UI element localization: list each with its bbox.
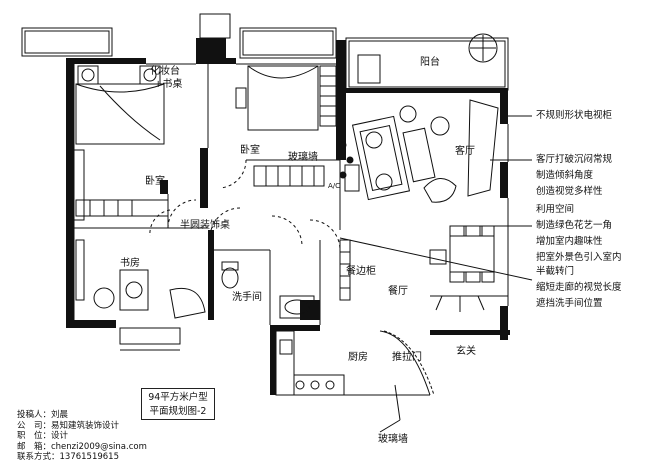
label-glass-wall-bottom: 玻璃墙 <box>378 434 408 445</box>
leader-lines <box>339 115 533 433</box>
label-sideboard: 餐边柜 <box>346 266 376 277</box>
sofa <box>351 115 411 201</box>
note-space-line: 利用空间 <box>536 204 575 215</box>
label-bedroom-right: 卧室 <box>240 145 260 156</box>
wardrobe <box>75 199 169 217</box>
info-line: 公 司：易知建筑装饰设计 <box>17 420 120 431</box>
info-line: 职 位：设计 <box>17 431 69 441</box>
title-line-2: 平面规划图-2 <box>149 406 207 417</box>
note-living-line: 创造视觉多样性 <box>536 186 603 197</box>
toilet <box>221 267 239 289</box>
label-ac: A/C <box>328 182 341 190</box>
note-space-line: 把室外景色引入室内 <box>536 252 622 263</box>
info-line: 联系方式：13761519615 <box>17 452 119 462</box>
title-block: 94平方米户型 平面规划图-2 <box>141 388 215 420</box>
note-door-line: 缩短走廊的视觉长度 <box>536 282 622 293</box>
note-door: 半截转门 缩短走廊的视觉长度 遮挡洗手间位置 <box>536 264 622 312</box>
note-door-line: 遮挡洗手间位置 <box>536 298 603 309</box>
master-bed <box>75 83 165 145</box>
curved-glass-wall <box>379 330 431 396</box>
label-study: 书房 <box>120 258 140 269</box>
author-info: 投稿人：刘晨 公 司：易知建筑装饰设计 职 位：设计 邮 箱：chenzi200… <box>17 410 147 463</box>
note-tv-cabinet: 不规则形状电视柜 <box>536 110 613 121</box>
label-half-round-table: 半圆装饰桌 <box>180 220 230 231</box>
label-vanity: 化妆台 <box>150 66 180 77</box>
label-glass-wall-top: 玻璃墙 <box>288 152 318 163</box>
armchair <box>423 178 457 203</box>
note-space-line: 增加室内趣味性 <box>536 236 603 247</box>
top-middle-bay <box>239 27 337 59</box>
title-line-1: 94平方米户型 <box>148 392 208 403</box>
label-sliding-door: 推拉门 <box>392 352 422 363</box>
label-bedroom-left: 卧室 <box>145 176 165 187</box>
label-desk-plus: +书桌 <box>154 79 183 90</box>
second-bed <box>247 65 319 131</box>
label-living-room: 客厅 <box>455 146 475 157</box>
label-balcony: 阳台 <box>420 57 440 68</box>
kitchen-counter <box>275 330 295 396</box>
label-dining-room: 餐厅 <box>388 286 408 297</box>
note-space: 利用空间 制造绿色花艺一角 增加室内趣味性 把室外景色引入室内 <box>536 202 622 266</box>
label-entrance: 玄关 <box>456 346 476 357</box>
label-bathroom: 洗手间 <box>232 292 262 303</box>
study-desk <box>119 269 149 311</box>
note-living-line: 客厅打破沉闷常规 <box>536 154 613 165</box>
balcony-outline <box>345 37 509 91</box>
label-kitchen: 厨房 <box>348 352 368 363</box>
note-living: 客厅打破沉闷常规 制造倾斜角度 创造视觉多样性 <box>536 152 612 200</box>
info-line: 邮 箱：chenzi2009@sina.com <box>17 441 147 452</box>
note-space-line: 制造绿色花艺一角 <box>536 220 613 231</box>
info-line: 投稿人：刘晨 <box>17 410 69 420</box>
note-living-line: 制造倾斜角度 <box>536 170 594 181</box>
note-door-line: 半截转门 <box>536 266 575 277</box>
top-left-bay <box>21 27 113 57</box>
